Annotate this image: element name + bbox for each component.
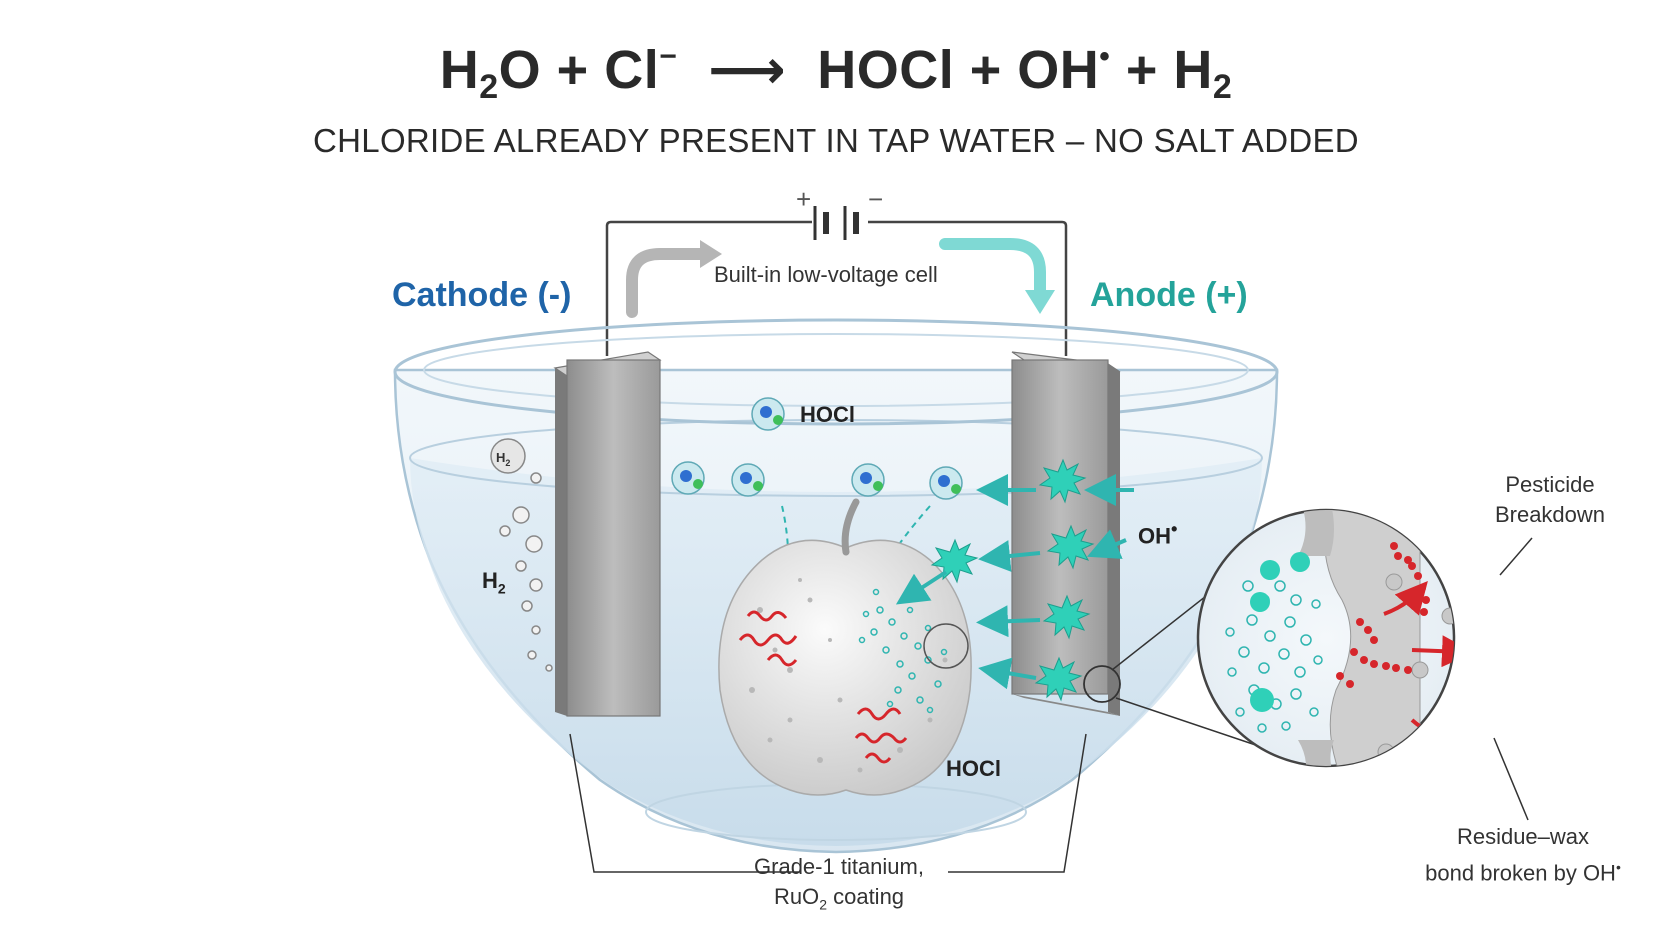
- plus-sign: +: [1125, 40, 1158, 100]
- battery-icon: [813, 206, 859, 240]
- oh-radicals: [930, 458, 1095, 702]
- oh-radical-star: [930, 538, 979, 584]
- hydrogen-bubbles: [490, 438, 553, 672]
- zoom-inset: [1196, 508, 1456, 768]
- pesticide-residue: [766, 653, 798, 667]
- electrode-material-note: Grade-1 titanium, RuO2 coating: [754, 854, 924, 913]
- circuit-wire-right: [868, 220, 1068, 356]
- oh-radical-star: [1034, 656, 1083, 702]
- anode-zoom-marker: [1083, 665, 1121, 703]
- plus-sign: +: [969, 40, 1002, 100]
- battery-minus: −: [868, 184, 883, 214]
- hocl-molecules: [671, 397, 963, 500]
- battery-label: Built-in low-voltage cell: [714, 262, 938, 287]
- radical-arrows: [895, 474, 1134, 690]
- plus-sign: +: [556, 40, 589, 100]
- cathode-label: Cathode (-): [392, 276, 572, 314]
- reactant-chloride: Cl−: [604, 40, 678, 100]
- reaction-arrow: ⟶: [708, 40, 787, 100]
- hocl-molecule: [671, 461, 705, 495]
- current-arrow-right: [939, 238, 1046, 296]
- oh-radical-label: OH•: [1138, 518, 1178, 549]
- oh-radical-star: [1042, 594, 1091, 640]
- product-hocl: HOCl: [817, 40, 955, 100]
- apple-zoom-marker: [923, 623, 969, 669]
- h2-bubble-label: H2: [496, 450, 510, 468]
- oh-radical-star: [1038, 458, 1087, 504]
- subtitle: CHLORIDE ALREADY PRESENT IN TAP WATER – …: [313, 122, 1359, 159]
- product-hydrogen: H2: [1173, 40, 1233, 106]
- reactant-water: H2O: [439, 40, 542, 106]
- battery-plus: +: [796, 184, 811, 214]
- reaction-equation: H2O + Cl− ⟶ HOCl + OH• + H2: [0, 38, 1672, 107]
- hocl-label-top: HOCl: [800, 402, 855, 427]
- pesticide-residue: [864, 752, 892, 764]
- hocl-molecule: [751, 397, 785, 431]
- anode-plate: [1011, 351, 1121, 716]
- hocl-molecule: [929, 466, 963, 500]
- oh-radical-star: [1046, 524, 1095, 570]
- hocl-molecule: [851, 463, 885, 497]
- hocl-label-bottom: HOCl: [946, 756, 1001, 781]
- cathode-plate: [553, 351, 662, 717]
- current-arrow-left: [626, 248, 711, 318]
- anode-label: Anode (+): [1090, 276, 1248, 314]
- pesticide-residue: [856, 707, 902, 721]
- pesticide-residue: [738, 633, 798, 647]
- circuit-wire-left: [605, 220, 812, 356]
- pesticide-residue: [746, 610, 788, 622]
- product-hydroxyl: OH•: [1017, 40, 1111, 100]
- hocl-molecule: [731, 463, 765, 497]
- residue-wax-label: Residue–wax bond broken by OH•: [1425, 824, 1621, 886]
- h2-label: H2: [482, 568, 506, 597]
- pesticide-residue: [854, 732, 908, 744]
